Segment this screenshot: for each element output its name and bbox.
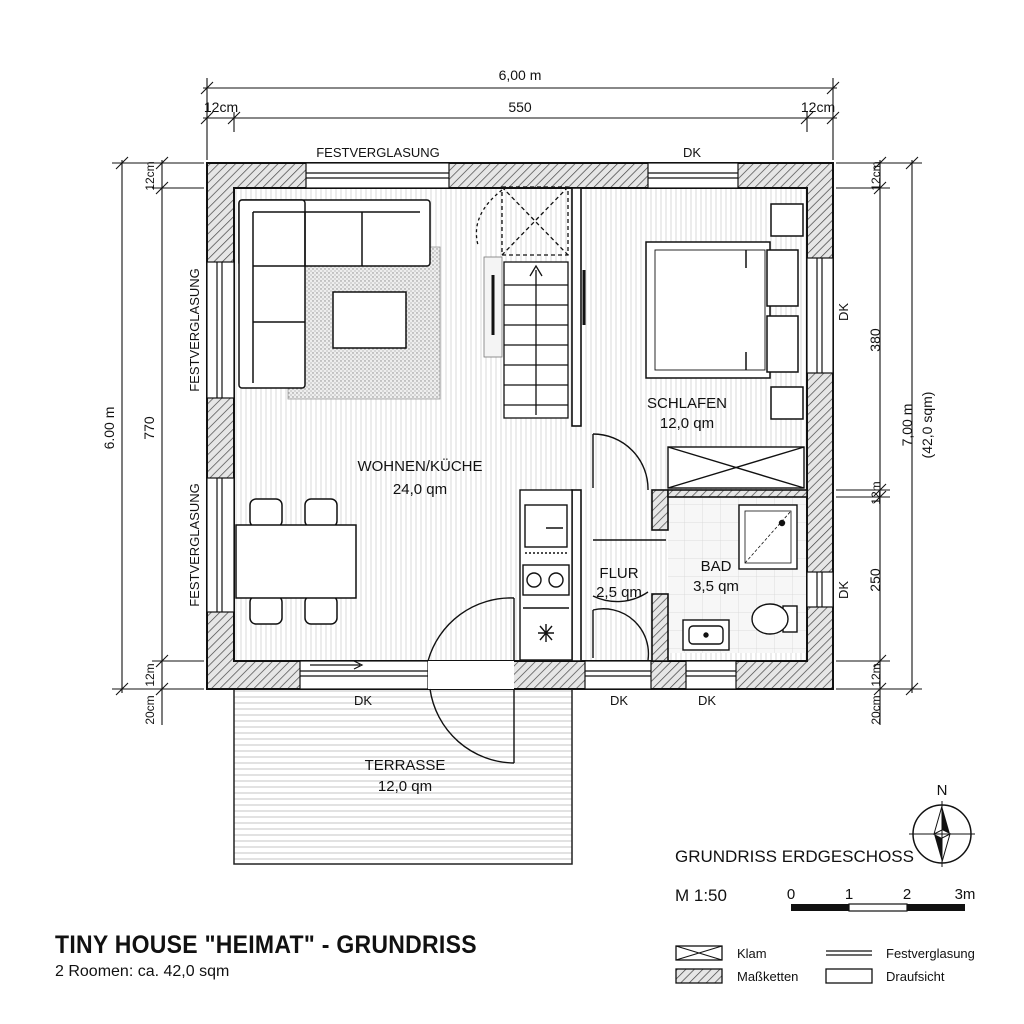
wardrobe [667, 446, 805, 489]
empty-box-icon [825, 968, 873, 984]
dim-top-mid: 550 [508, 99, 532, 115]
dim-right-top: 12cm [869, 161, 883, 190]
legend-item-draufsicht: Draufsicht [825, 968, 945, 984]
label-right-dk-1: DK [836, 303, 851, 321]
sofa [238, 199, 441, 400]
window-openings [206, 162, 834, 690]
scale-bar: 0 1 2 3m [787, 886, 976, 912]
label-bottom-dk-1: DK [354, 693, 372, 708]
room-area-bad: 3,5 qm [693, 578, 739, 595]
label-top-dk: DK [683, 145, 701, 160]
room-area-schlafen: 12,0 qm [660, 415, 714, 432]
room-area-flur: 2,5 qm [596, 584, 642, 601]
terrace-deck [233, 688, 573, 865]
dim-top-total: 6,00 m [499, 67, 542, 83]
room-name-schlafen: SCHLAFEN [647, 395, 727, 412]
legend-label-klam: Klam [737, 946, 767, 961]
dim-right-bottom-12: 12m [869, 663, 883, 686]
dimension-labels: 6,00 m 12cm 550 12cm 6.00 m 770 12cm 12m… [101, 67, 935, 725]
room-name-terrasse: TERRASSE [365, 757, 446, 774]
door-swings [310, 433, 666, 764]
plan-title: GRUNDRISS ERDGESCHOSS [675, 847, 914, 866]
legend-label-draufsicht: Draufsicht [886, 969, 945, 984]
room-name-bad: BAD [701, 558, 732, 575]
diagonal-hatch-icon [675, 968, 723, 984]
page-title: TINY HOUSE "HEIMAT" - GRUNDRISS [55, 931, 477, 959]
scale-tick-0: 0 [787, 886, 795, 903]
staircase [475, 186, 586, 419]
dim-right-total-sub: (42,0 sqm) [919, 392, 935, 459]
label-left-fixed-glazing-2: FESTVERGLASUNG [187, 483, 202, 607]
legend-label-festverglasung: Festverglasung [886, 946, 975, 961]
legend-label-massketten: Maßketten [737, 969, 798, 984]
dim-top-left: 12cm [204, 99, 238, 115]
room-labels: WOHNEN/KÜCHE 24,0 qm SCHLAFEN 12,0 qm FL… [357, 395, 738, 795]
dining-table [235, 498, 357, 625]
legend-item-klam: Klam [675, 945, 767, 961]
dim-left-total: 6.00 m [101, 407, 117, 450]
dimension-lines [112, 78, 922, 725]
bathroom-fixtures [682, 504, 798, 651]
legend-item-festverglasung: Festverglasung [826, 946, 975, 961]
scale-tick-2: 2 [903, 886, 911, 903]
scale-label: M 1:50 [675, 886, 727, 905]
label-right-dk-2: DK [836, 581, 851, 599]
label-bottom-dk-2: DK [610, 693, 628, 708]
dim-top-right: 12cm [801, 99, 835, 115]
legend: Klam Maßketten Festverglasung Draufsicht [675, 945, 975, 984]
legend-item-massketten: Maßketten [675, 968, 798, 984]
dim-right-mid12: 12m [869, 481, 883, 504]
scale-tick-1: 1 [845, 886, 853, 903]
label-left-fixed-glazing-1: FESTVERGLASUNG [187, 268, 202, 392]
dim-left-bottom-12: 12m [143, 663, 157, 686]
dim-left-mid: 770 [141, 416, 157, 440]
window-labels: FESTVERGLASUNG DK FESTVERGLASUNG FESTVER… [187, 145, 851, 708]
compass-label: N [937, 782, 948, 799]
dim-left-bottom-20: 20cm [143, 695, 157, 724]
room-name-flur: FLUR [599, 565, 638, 582]
north-arrow-icon: N [909, 782, 975, 867]
dim-right-bottom-20: 20cm [869, 695, 883, 724]
kitchen-counter [519, 489, 573, 661]
room-area-wohnen: 24,0 qm [393, 481, 447, 498]
bed [645, 203, 804, 420]
page-subtitle: 2 Roomen: ca. 42,0 sqm [55, 963, 230, 980]
dim-left-top: 12cm [143, 161, 157, 190]
dim-right-250: 250 [867, 568, 883, 592]
dim-right-380: 380 [867, 328, 883, 352]
room-area-terrasse: 12,0 qm [378, 778, 432, 795]
label-bottom-dk-3: DK [698, 693, 716, 708]
dim-right-total: 7,00 m [899, 404, 915, 447]
scale-tick-3: 3m [955, 886, 976, 903]
double-line-icon [826, 950, 872, 956]
room-name-wohnen: WOHNEN/KÜCHE [357, 457, 482, 475]
label-top-fixed-glazing: FESTVERGLASUNG [316, 145, 440, 160]
